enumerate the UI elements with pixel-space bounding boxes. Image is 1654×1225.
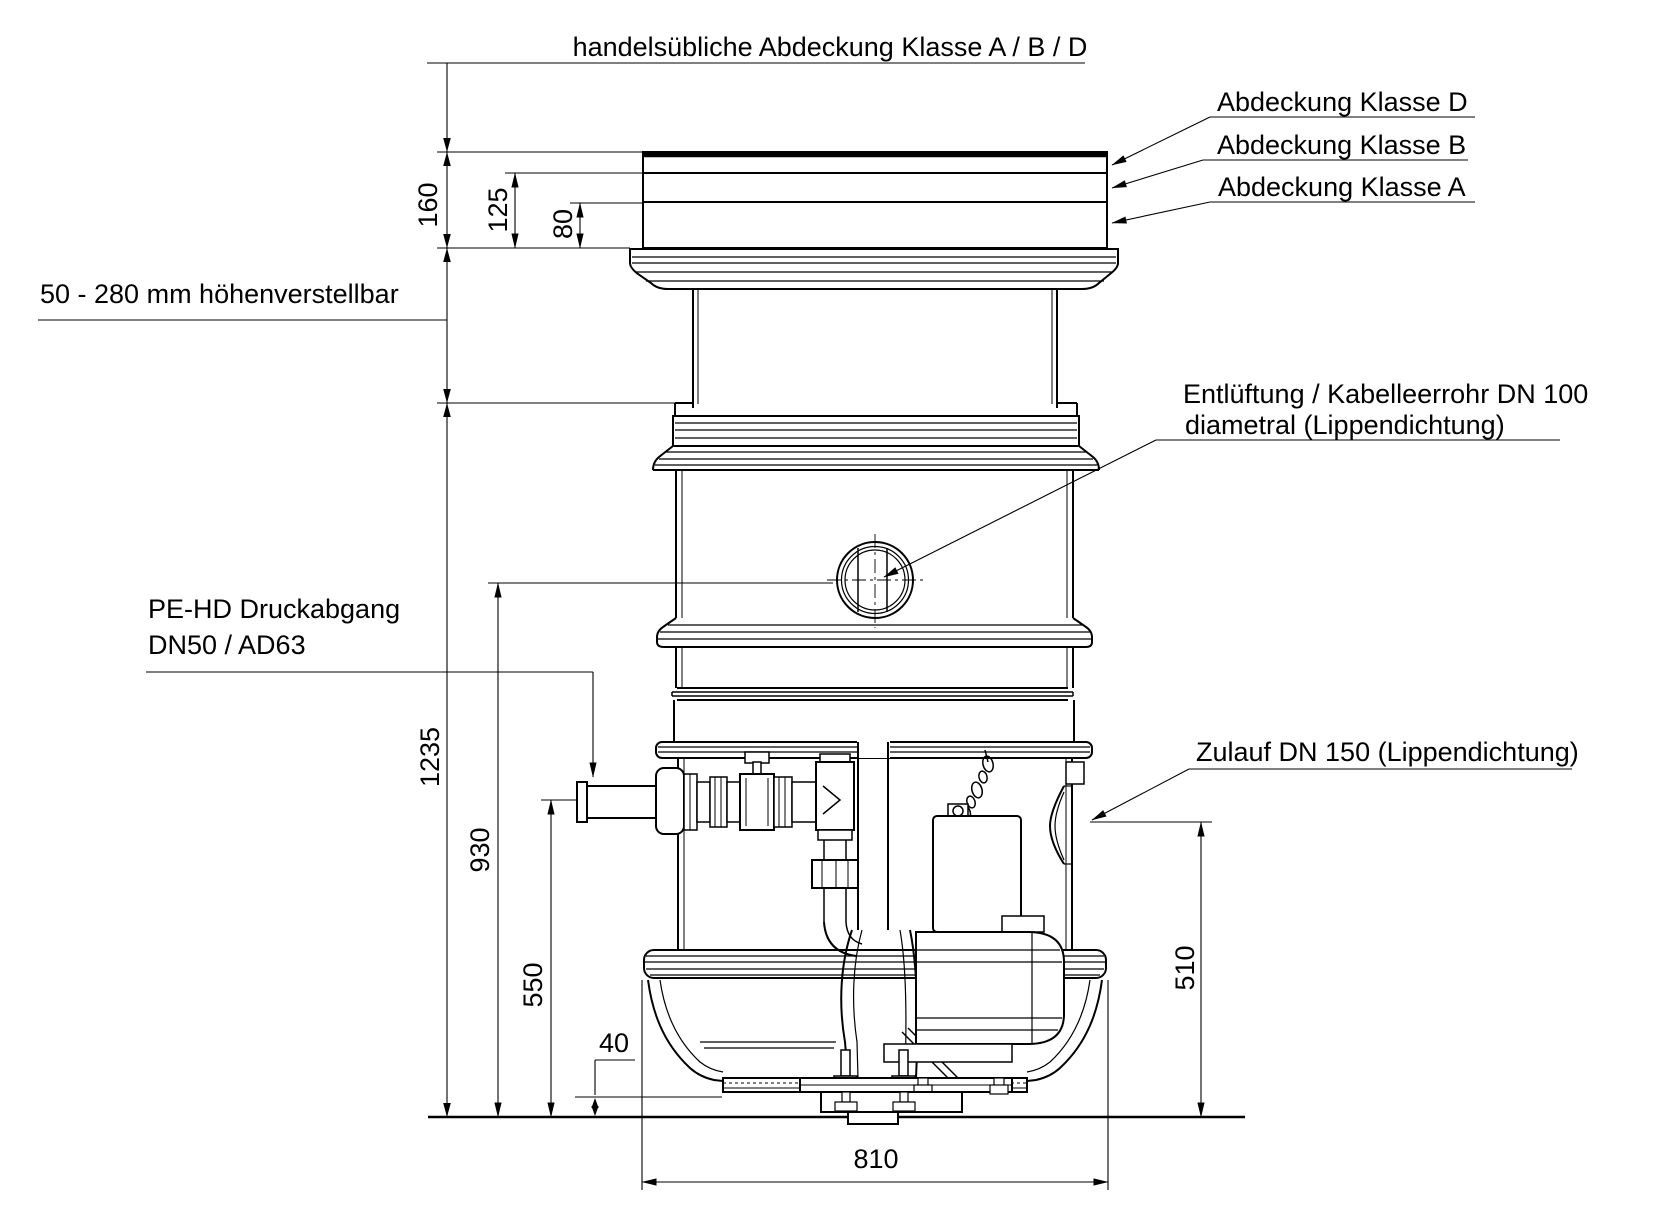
pump-motor — [932, 815, 1022, 933]
base-assembly — [820, 1091, 963, 1113]
vent-line2: diametral (Lippendichtung) — [1185, 410, 1505, 440]
dim-550-value: 550 — [518, 962, 548, 1007]
shaft-wall-lower — [673, 700, 1075, 742]
top-flange — [629, 248, 1119, 290]
leader-inlet — [1091, 768, 1190, 821]
center-foot — [847, 1111, 899, 1125]
dim-125-value: 125 — [483, 187, 513, 232]
pump-unit — [833, 749, 1065, 1088]
dim-810-value: 810 — [853, 1144, 898, 1174]
leader-class-b — [1111, 159, 1204, 189]
cover-class-labels: Abdeckung Klasse D Abdeckung Klasse B Ab… — [1111, 87, 1475, 224]
inlet-text: Zulauf DN 150 (Lippendichtung) — [1196, 737, 1579, 767]
tank-structure — [576, 151, 1119, 1113]
dim-930: 930 — [465, 582, 502, 1118]
flange-bolts — [913, 1077, 1009, 1095]
dim-1235-value: 1235 — [415, 727, 445, 787]
dimensions: handelsübliche Abdeckung Klasse A / B / … — [38, 32, 1588, 1190]
wall-grommet — [655, 767, 685, 835]
dim-810: 810 — [641, 1144, 1109, 1186]
shaft-wall-mid — [675, 647, 1074, 688]
top-note-label: handelsübliche Abdeckung Klasse A / B / … — [573, 32, 1088, 62]
telescopic-riser — [692, 289, 1058, 408]
dim-left-stack — [443, 63, 451, 1117]
ball-valve — [739, 773, 775, 831]
dim-510: 510 — [1170, 821, 1205, 1118]
shaft-wall-upper — [675, 470, 1074, 618]
label-inlet: Zulauf DN 150 (Lippendichtung) — [1091, 737, 1579, 821]
leader-class-a — [1111, 201, 1211, 224]
leader-class-d — [1111, 116, 1211, 166]
height-adjustable-text: 50 - 280 mm höhenverstellbar — [40, 279, 399, 309]
check-valve-union — [811, 859, 859, 889]
label-class-a: Abdeckung Klasse A — [1218, 172, 1466, 202]
dim-125: 125 — [483, 172, 519, 249]
leader-vent — [883, 439, 1157, 578]
dim-40: 40 — [591, 1028, 635, 1116]
vent-opening — [827, 534, 923, 628]
dim-80-value: 80 — [548, 209, 578, 239]
dim-40-value: 40 — [599, 1028, 629, 1058]
pressure-outlet-line2: DN50 / AD63 — [148, 630, 306, 660]
outlet-valve-assembly — [576, 751, 863, 957]
label-height-adjustable: 50 - 280 mm höhenverstellbar — [38, 279, 447, 321]
outlet-pipe-end — [576, 781, 588, 823]
vent-line1: Entlüftung / Kabelleerrohr DN 100 — [1183, 379, 1588, 409]
cover-stack — [642, 151, 1108, 249]
riser-seat-collar — [652, 402, 1100, 471]
central-discharge-pipe — [857, 741, 890, 930]
dim-930-value: 930 — [465, 827, 495, 872]
dim-top-note: handelsübliche Abdeckung Klasse A / B / … — [427, 32, 1088, 64]
dim-80: 80 — [548, 202, 584, 249]
shaft-joint-ring — [656, 617, 1093, 648]
pump-base — [883, 1043, 1013, 1063]
dim-550: 550 — [518, 799, 555, 1118]
shaft-double-rib — [671, 687, 1074, 701]
label-class-b: Abdeckung Klasse B — [1217, 130, 1466, 160]
label-vent: Entlüftung / Kabelleerrohr DN 100 diamet… — [883, 379, 1588, 578]
pump-volute — [915, 931, 1065, 1045]
pressure-outlet-line1: PE-HD Druckabgang — [148, 594, 400, 624]
dim-510-value: 510 — [1170, 945, 1200, 990]
dim-160: 160 — [413, 182, 443, 227]
label-pressure-outlet: PE-HD Druckabgang DN50 / AD63 — [146, 594, 597, 778]
label-class-d: Abdeckung Klasse D — [1217, 87, 1468, 117]
dim-160-value: 160 — [413, 182, 443, 227]
inlet-seal — [1048, 761, 1085, 865]
cover-outline — [642, 151, 1108, 249]
